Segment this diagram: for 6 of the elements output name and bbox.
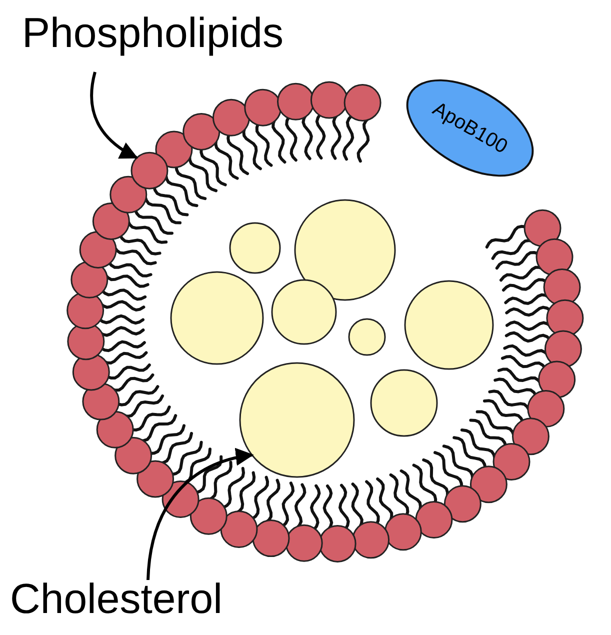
phospholipid-head (130, 152, 168, 190)
leader-arrow (146, 448, 254, 580)
callout-label: Cholesterol (10, 578, 222, 620)
callout-label: Phospholipids (22, 12, 284, 54)
cholesterol-droplet (239, 362, 355, 478)
leader-arrow (90, 72, 138, 159)
